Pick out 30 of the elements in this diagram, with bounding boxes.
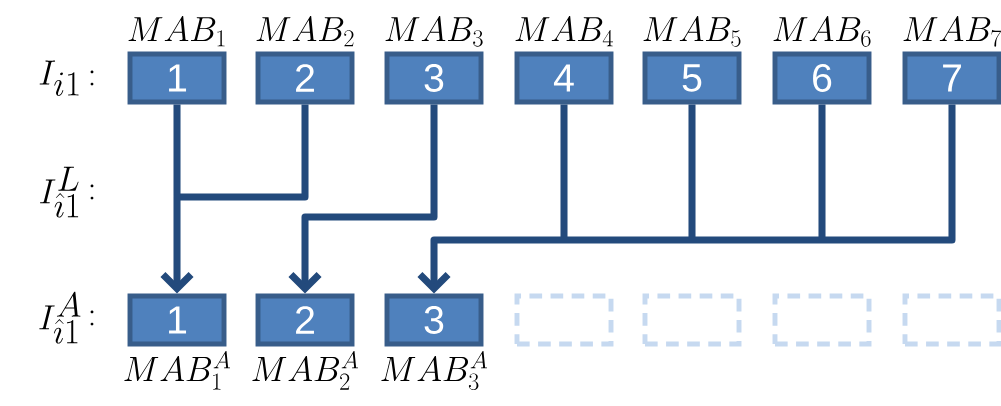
- row-label: $:$: [90, 70, 94, 86]
- box-label: $MAB_{2}^{A}$: [252, 350, 359, 390]
- box-label: $MAB_{7}$: [903, 16, 1001, 47]
- row-label: $I_{\hat{\imath}1}^{L}$: [40, 166, 79, 218]
- numbered-box: 5: [642, 51, 742, 105]
- box-label: $MAB_{1}$: [128, 16, 225, 47]
- box-label: $MAB_{3}$: [385, 16, 483, 47]
- numbered-box: 3: [384, 293, 484, 347]
- numbered-box: 6: [772, 51, 872, 105]
- row-label: $:$: [90, 184, 94, 200]
- empty-slot-box: [642, 293, 742, 347]
- numbered-box: 1: [127, 293, 227, 347]
- empty-slot-box: [514, 293, 614, 347]
- row-label: $I_{i1}$: [39, 60, 79, 96]
- numbered-box: 2: [255, 293, 355, 347]
- numbered-box: 2: [255, 51, 355, 105]
- box-label: $MAB_{4}$: [515, 16, 613, 47]
- box-label: $MAB_{5}$: [643, 16, 741, 47]
- numbered-box: 3: [384, 51, 484, 105]
- row-label: $I_{\hat{\imath}1}^{A}$: [39, 291, 81, 344]
- numbered-box: 7: [902, 51, 1001, 105]
- box-label: $MAB_{3}^{A}$: [381, 350, 488, 390]
- row-label: $:$: [90, 310, 94, 326]
- box-label: $MAB_{2}$: [256, 16, 354, 47]
- numbered-box: 1: [127, 51, 227, 105]
- empty-slot-box: [902, 293, 1001, 347]
- box-label: $MAB_{6}$: [773, 16, 871, 47]
- numbered-box: 4: [514, 51, 614, 105]
- empty-slot-box: [772, 293, 872, 347]
- box-label: $MAB_{1}^{A}$: [124, 350, 231, 390]
